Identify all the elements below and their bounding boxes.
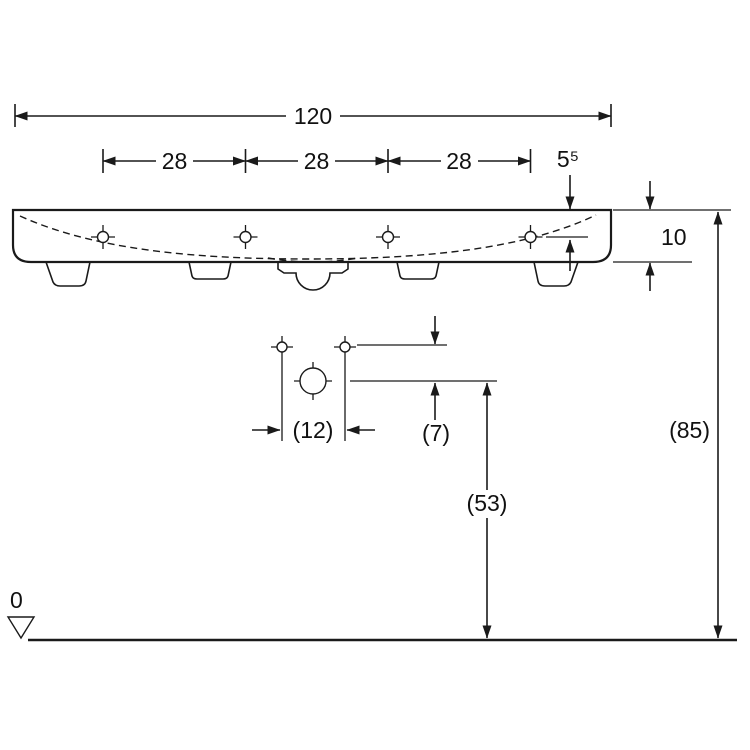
drain-holes-spacing-label: (12) <box>293 417 334 443</box>
overflow-to-drain-label: (7) <box>422 420 450 446</box>
tap-hole-4 <box>518 225 543 249</box>
fixing-lug-left <box>188 261 232 280</box>
hole-spacing-3-label: 28 <box>446 148 472 174</box>
tap-holes <box>91 225 543 249</box>
drain-outlet-symbol <box>294 362 332 400</box>
overflow-hole-left <box>271 336 293 358</box>
overall-width-label: 120 <box>294 103 332 129</box>
fixing-lug-right <box>396 261 440 280</box>
basin-body <box>11 208 613 264</box>
drain-trap-outline <box>277 262 349 291</box>
hole-spacing-1-label: 28 <box>162 148 188 174</box>
overall-height-label: (85) <box>669 417 710 443</box>
dim-top-edge-to-holes <box>546 175 588 271</box>
basin-outline <box>11 208 613 264</box>
tap-hole-1 <box>91 225 115 249</box>
datum-level-label: 0 <box>10 587 23 613</box>
label-masks <box>156 103 516 518</box>
datum-triangle <box>6 616 36 640</box>
basin-bowl-hidden-edge <box>19 214 597 260</box>
top-edge-to-holes-label: 5⁵ <box>557 146 579 172</box>
foot-right <box>533 261 579 287</box>
tap-hole-2 <box>233 225 258 249</box>
rim-height-label: 10 <box>661 224 687 250</box>
drain-detail <box>252 316 497 639</box>
tap-hole-3 <box>376 225 400 249</box>
foot-left <box>45 261 91 287</box>
right-side-dims <box>613 181 731 639</box>
drain-recess-hidden-edge <box>267 257 359 263</box>
drain-height-label: (53) <box>467 490 508 516</box>
overflow-hole-right <box>334 336 356 358</box>
ground-datum <box>6 616 737 642</box>
hole-spacing-2-label: 28 <box>304 148 330 174</box>
basin-underside <box>45 261 579 291</box>
labels: 120 28 28 28 5⁵ 10 (85) (12) (7) (53) 0 <box>10 103 710 613</box>
